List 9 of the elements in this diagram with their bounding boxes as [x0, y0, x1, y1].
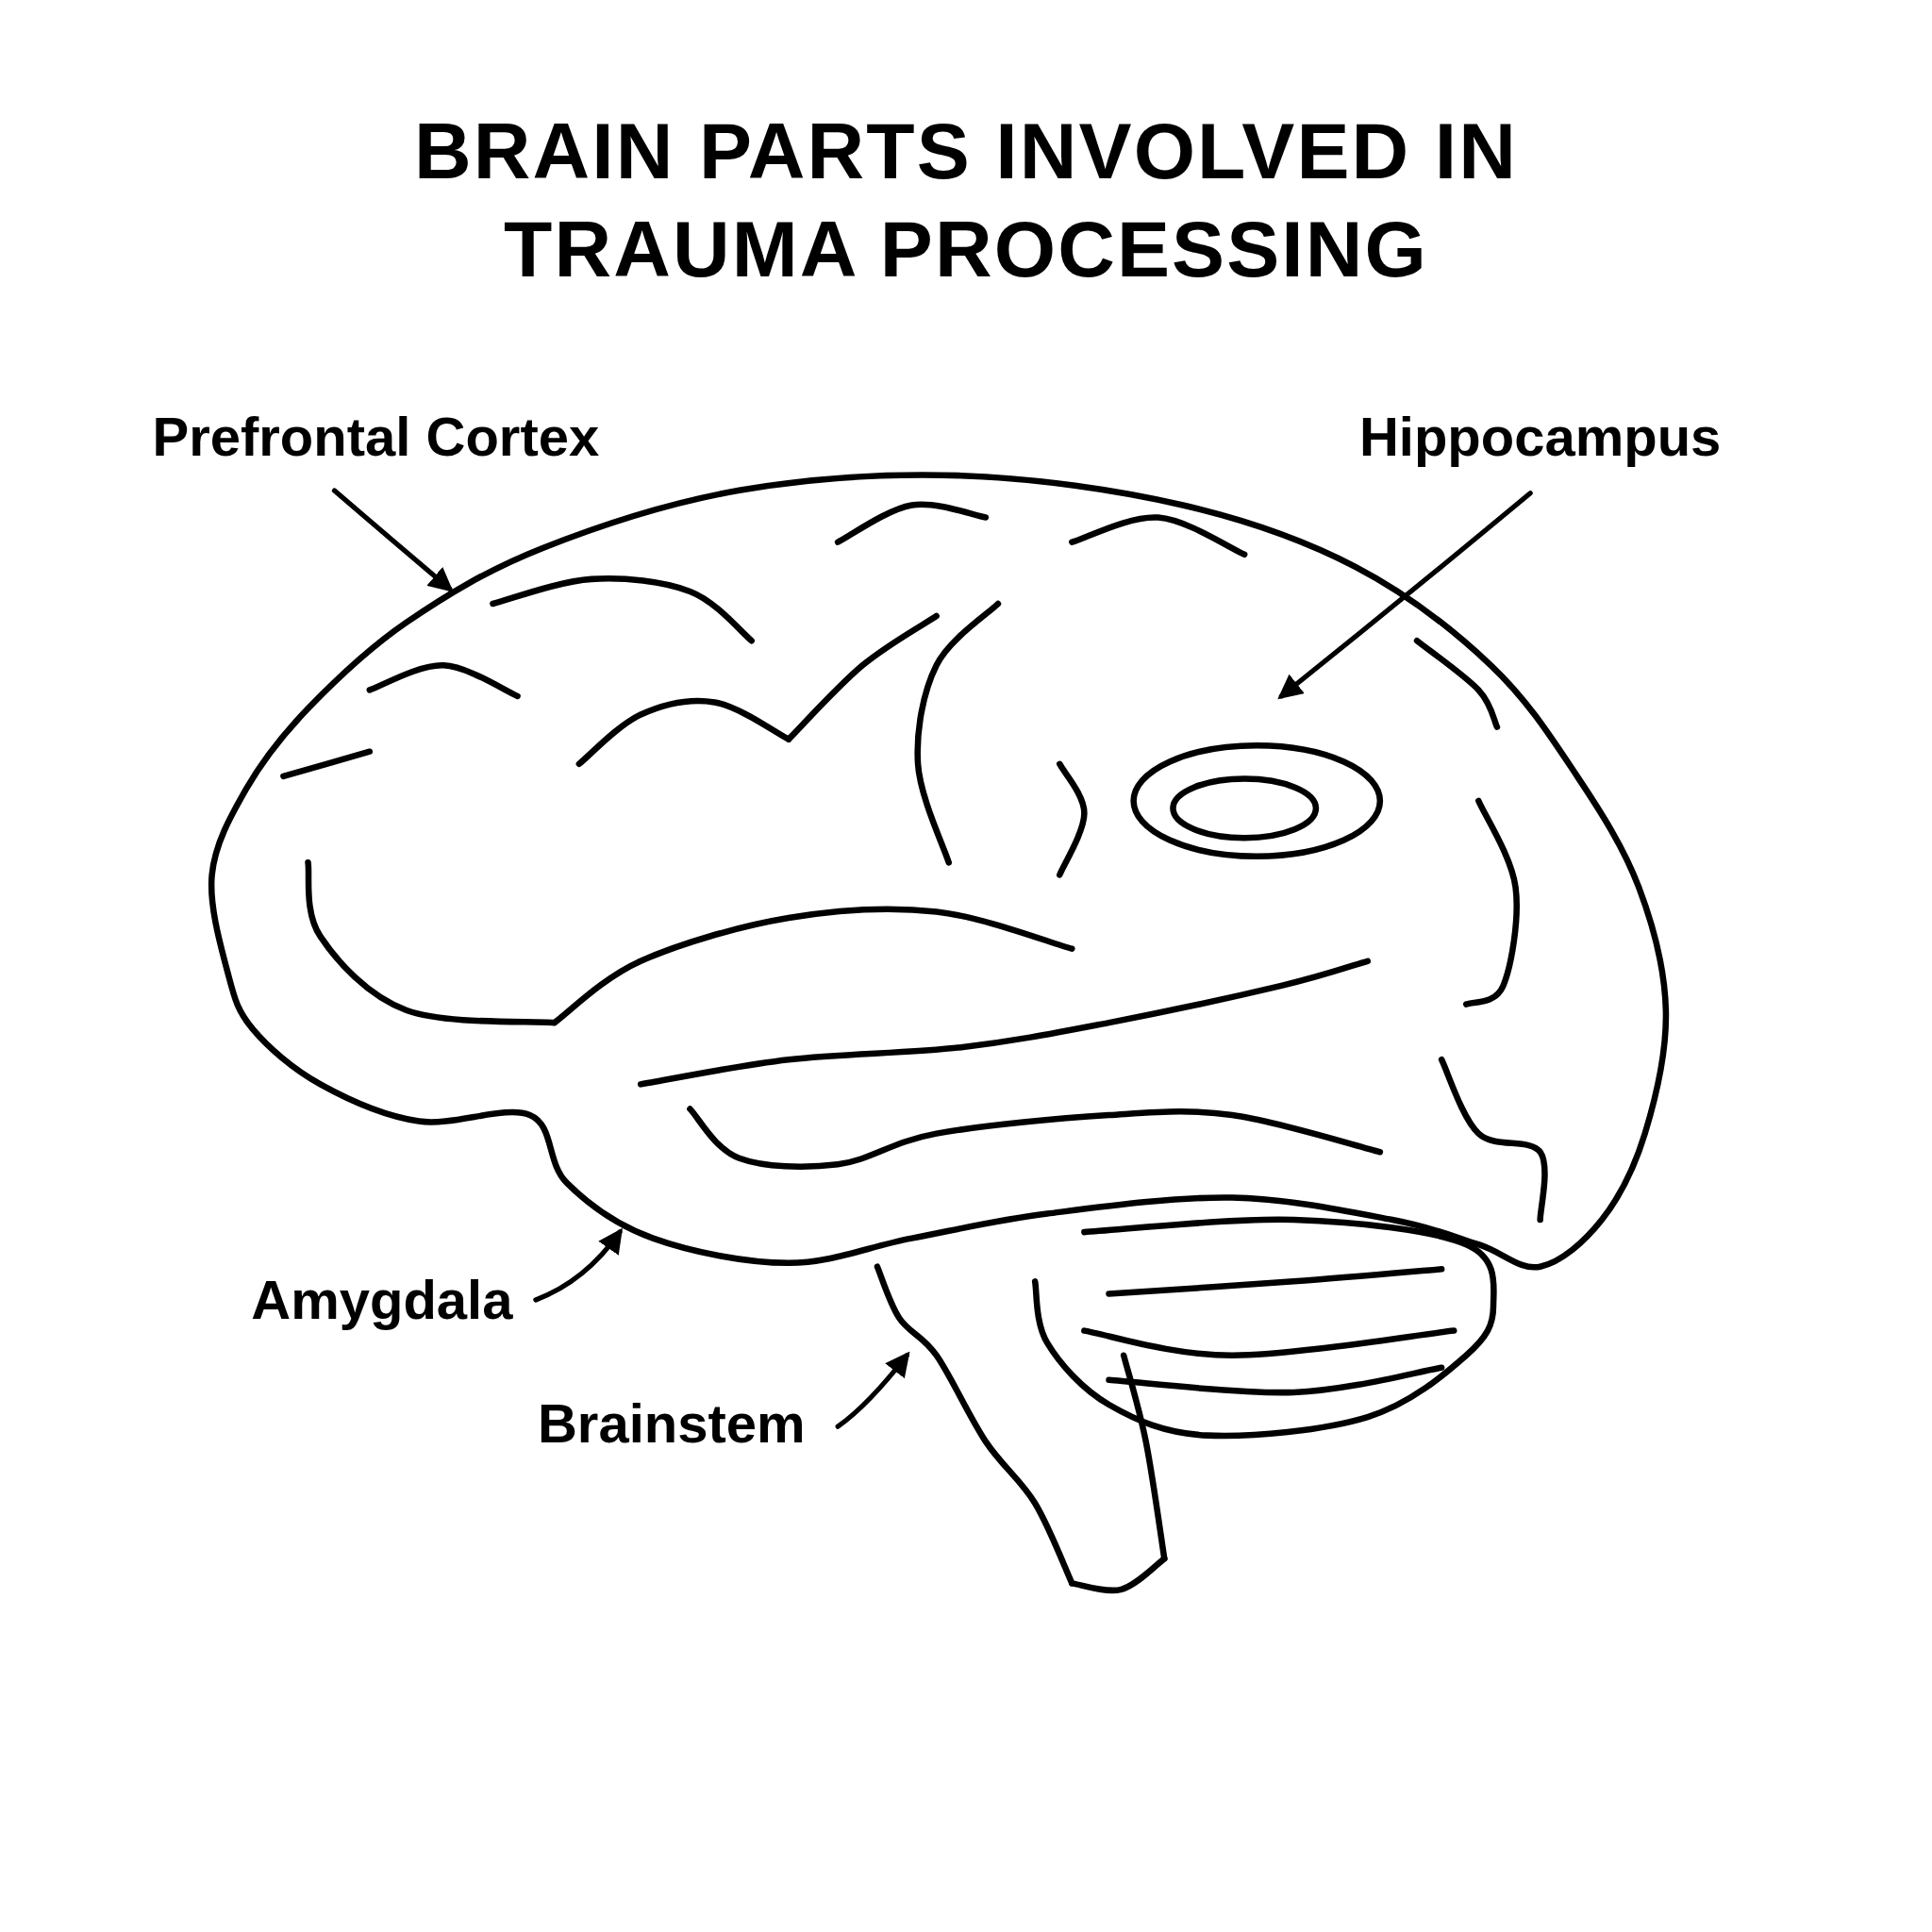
part-label: Brainstem: [517, 1379, 826, 1467]
arrow: [1277, 491, 1533, 700]
part-label: Prefrontal Cortex: [117, 393, 635, 478]
part-label: Hippocampus: [1342, 393, 1738, 478]
part-label: Amygdala: [234, 1250, 530, 1350]
title: BRAIN PARTS INVOLVED IN TRAUMA PROCESSING: [413, 106, 1519, 295]
arrow: [533, 1227, 624, 1303]
arrow: [835, 1351, 910, 1429]
arrow: [331, 488, 454, 592]
